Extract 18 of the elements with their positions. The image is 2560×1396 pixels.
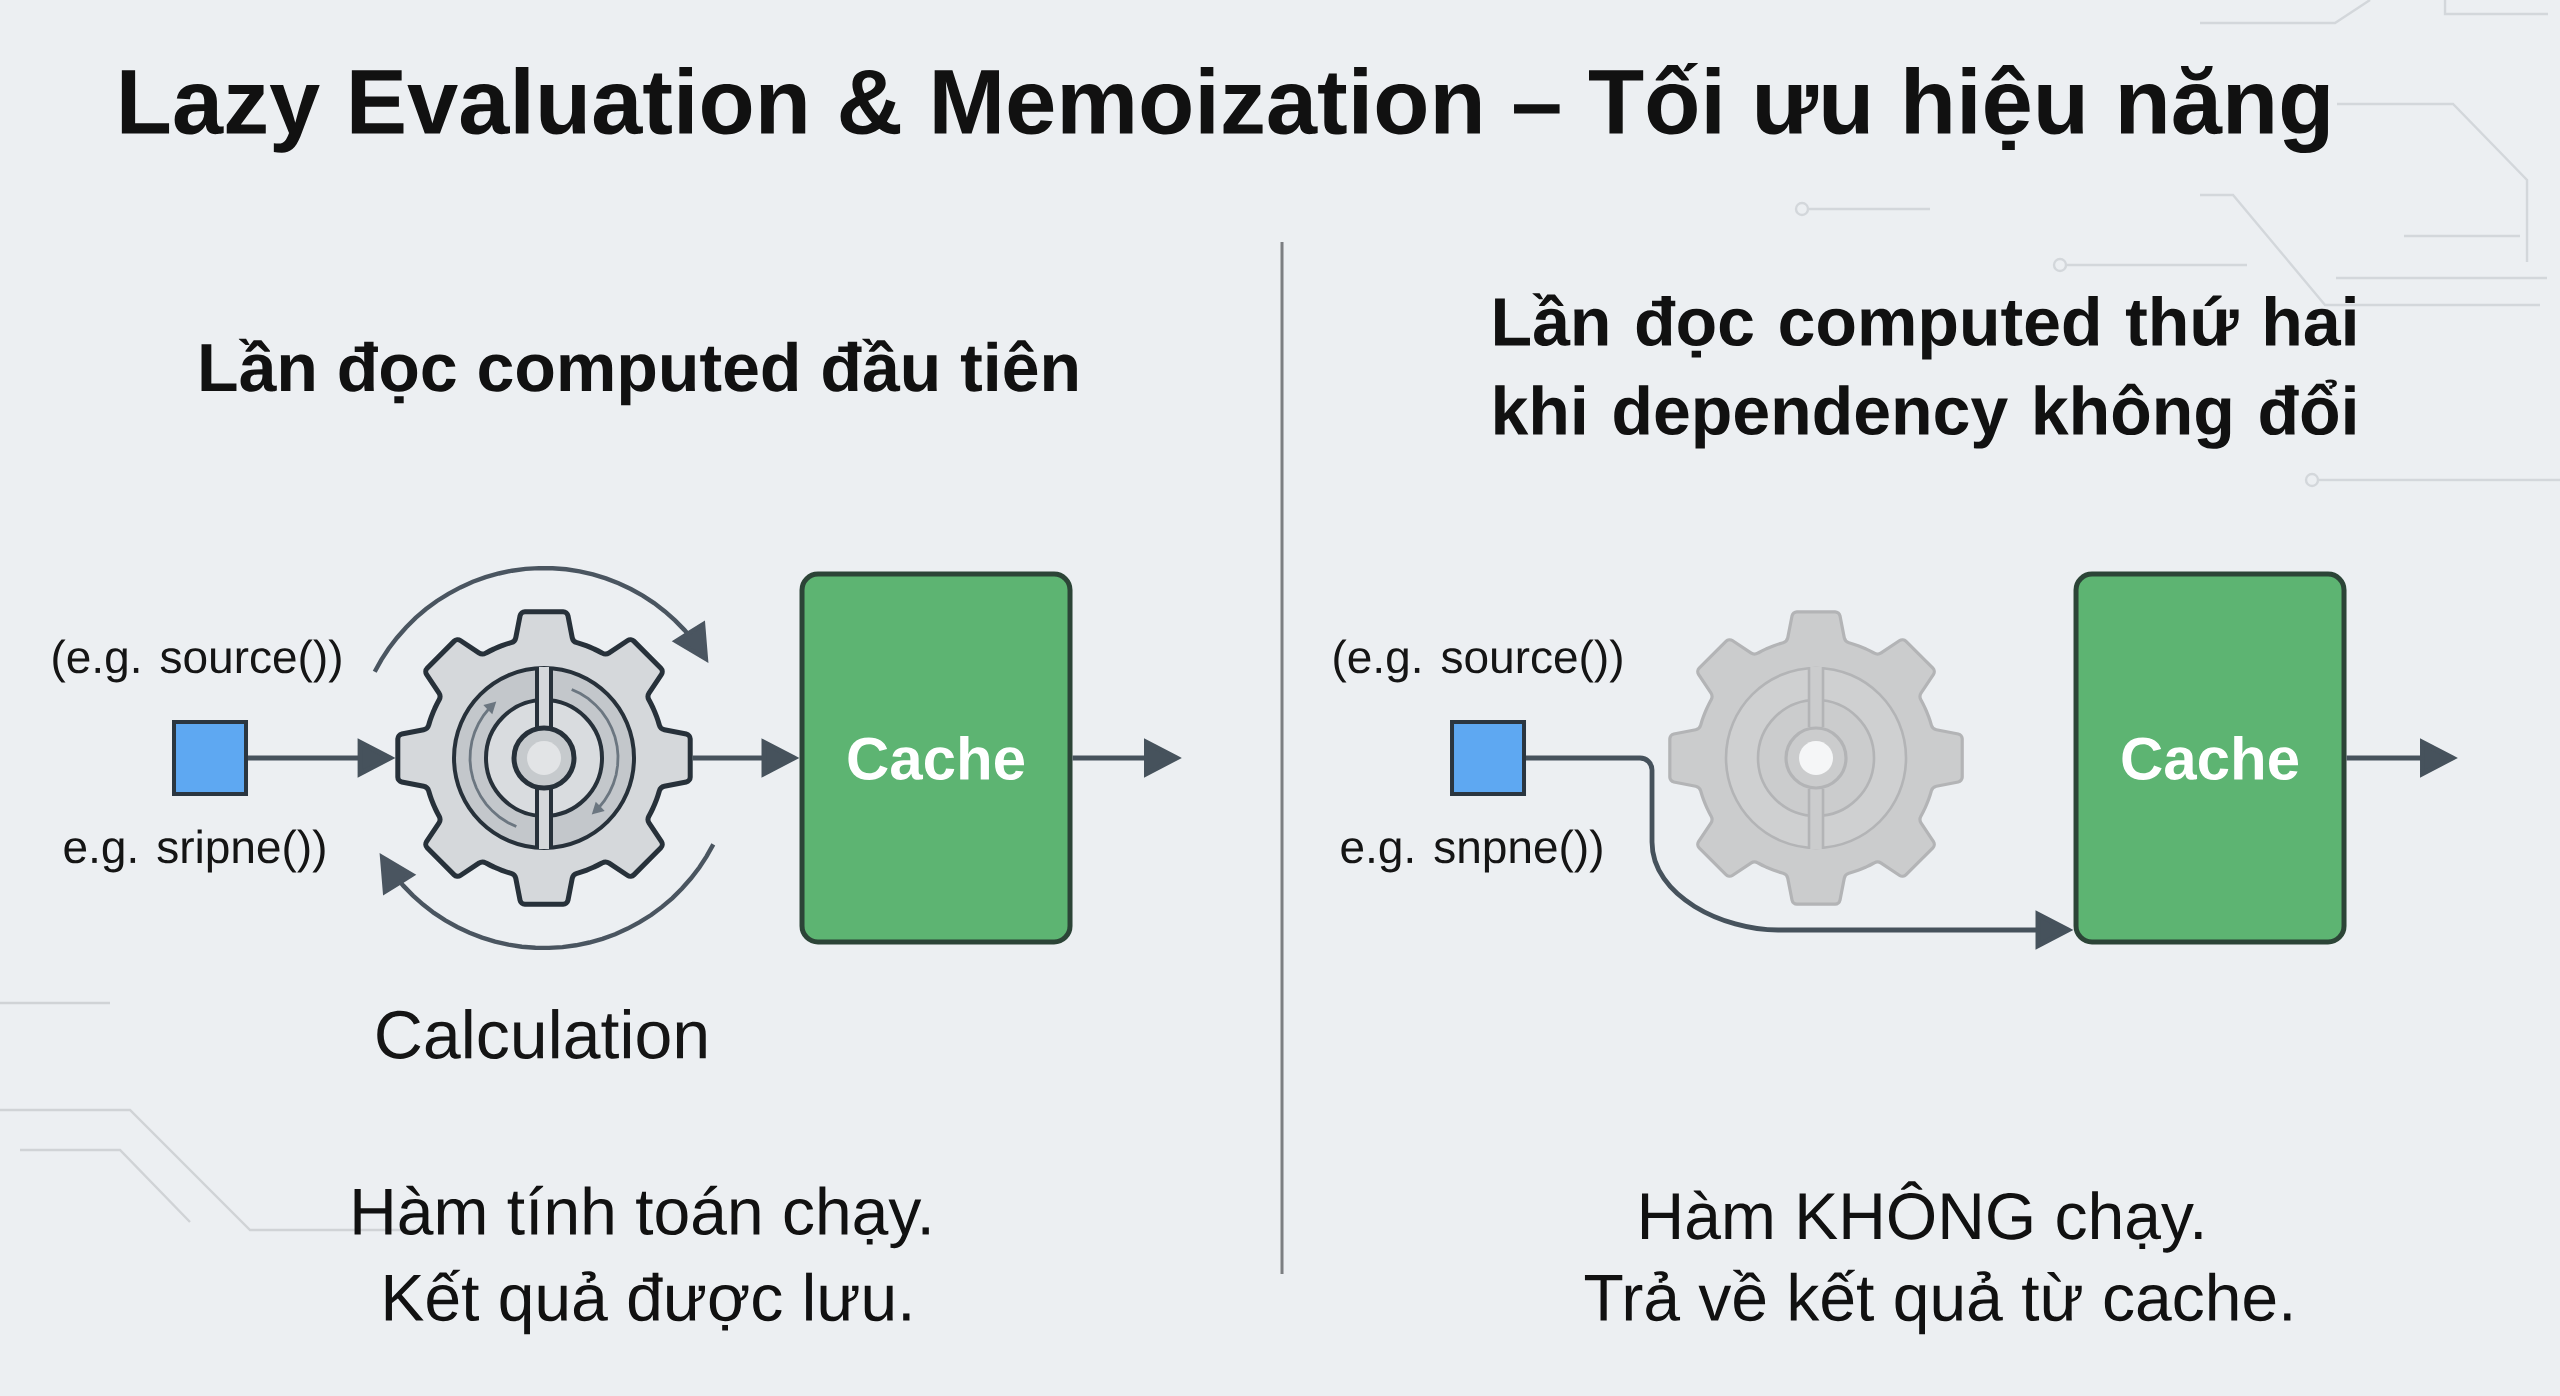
- description-text: Trả về kết quả từ cache.: [1584, 1269, 2291, 1335]
- gear-icon: [1668, 610, 1964, 906]
- cache-box: Cache: [2073, 571, 2347, 945]
- code-label: e.g. snpne()): [1341, 829, 1602, 873]
- description-text: Hàm KHÔNG chạy.: [1642, 1181, 2202, 1253]
- square-node: [172, 720, 248, 796]
- code-label: (e.g. source()): [53, 639, 341, 683]
- cache-box: Cache: [799, 571, 1073, 945]
- gear-icon: [395, 609, 693, 907]
- description-text: Hàm tính toán chạy.: [354, 1185, 929, 1249]
- code-label: e.g. sripne()): [64, 829, 325, 873]
- section-heading: Lần đọc computed đầu tiên: [201, 338, 1077, 406]
- gear-caption: Calculation: [377, 1009, 706, 1059]
- section-heading: Lần đọc computed thứ hai khi dependency không đổi: [1495, 293, 2355, 449]
- title: Lazy Evaluation & Memoization – Tối ưu hiệu năng: [121, 62, 2329, 154]
- square-node: [1450, 720, 1526, 796]
- description-text: Kết quả được lưu.: [385, 1269, 910, 1335]
- code-label: (e.g. source()): [1334, 639, 1622, 683]
